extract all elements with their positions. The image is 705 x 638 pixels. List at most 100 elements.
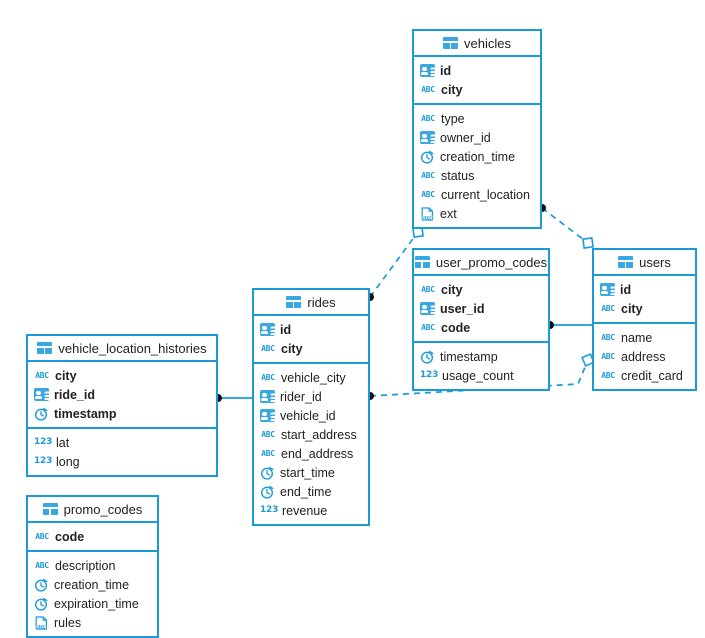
field-row-creation_time[interactable]: creation_time [28,575,157,594]
field-row-name[interactable]: ABC name [594,328,695,347]
clock-icon [34,578,49,592]
column-name: city [441,82,463,97]
field-row-end_time[interactable]: end_time [254,482,368,501]
table-icon [286,296,302,308]
table-header-user_promo_codes[interactable]: user_promo_codes [414,250,548,276]
field-row-ext[interactable]: JSON ext [414,204,540,223]
abc-icon: ABC [421,114,435,123]
abc-icon: ABC [421,171,435,180]
column-name: description [55,558,116,573]
svg-text:JSON: JSON [420,215,433,220]
column-name: user_id [440,301,485,316]
table-header-users[interactable]: users [594,250,695,276]
column-name: rider_id [280,389,322,404]
table-header-rides[interactable]: rides [254,290,368,316]
column-name: city [55,368,77,383]
column-name: ext [440,206,457,221]
field-row-owner_id[interactable]: owner_id [414,128,540,147]
identity-icon [420,64,435,77]
abc-icon: ABC [35,371,49,380]
table-icon [443,37,459,49]
primary-key-row-user_id[interactable]: user_id [414,299,548,318]
table-header-vehicle_location_histories[interactable]: vehicle_location_histories [28,336,216,362]
column-name: vehicle_city [281,370,346,385]
identity-icon [420,131,435,144]
relationship-rel-upc-users[interactable] [546,321,592,329]
field-row-start_time[interactable]: start_time [254,463,368,482]
json-icon: JSON [34,615,49,630]
column-name: vehicle_id [280,408,336,423]
field-row-status[interactable]: ABC status [414,166,540,185]
table-icon [618,256,634,268]
primary-key-row-city[interactable]: ABC city [28,366,216,385]
column-name: city [281,341,303,356]
table-title: user_promo_codes [435,254,548,270]
field-row-expiration_time[interactable]: expiration_time [28,594,157,613]
identity-icon [260,390,275,403]
field-row-rider_id[interactable]: rider_id [254,387,368,406]
relationship-rel-vehicles-users[interactable] [538,204,594,249]
table-header-vehicles[interactable]: vehicles [414,31,540,57]
field-row-timestamp[interactable]: timestamp [414,347,548,366]
primary-key-row-timestamp[interactable]: timestamp [28,404,216,423]
column-name: long [56,454,80,469]
number-icon: 123 [34,437,53,447]
primary-key-row-city[interactable]: ABC city [594,299,695,318]
column-name: end_address [281,446,354,461]
field-row-creation_time[interactable]: creation_time [414,147,540,166]
primary-key-section: ABC city ride_id timestamp [28,362,216,429]
field-row-vehicle_id[interactable]: vehicle_id [254,406,368,425]
column-name: name [621,330,653,345]
abc-icon: ABC [601,333,615,342]
primary-key-row-id[interactable]: id [594,280,695,299]
abc-icon: ABC [601,304,615,313]
relationship-target-square [582,237,594,249]
abc-icon: ABC [261,430,275,439]
primary-key-row-id[interactable]: id [254,320,368,339]
primary-key-row-city[interactable]: ABC city [414,80,540,99]
clock-icon [34,407,49,421]
identity-icon [260,323,275,336]
primary-key-row-id[interactable]: id [414,61,540,80]
column-name: status [441,168,475,183]
abc-icon: ABC [261,344,275,353]
abc-icon: ABC [421,85,435,94]
primary-key-row-city[interactable]: ABC city [254,339,368,358]
number-icon: 123 [420,370,439,380]
primary-key-row-ride_id[interactable]: ride_id [28,385,216,404]
column-name: ride_id [54,387,95,402]
relationship-rel-vlh-rides[interactable] [214,394,252,402]
column-name: lat [56,435,70,450]
table-header-promo_codes[interactable]: promo_codes [28,497,157,523]
identity-icon [34,388,49,401]
column-name: city [621,301,643,316]
